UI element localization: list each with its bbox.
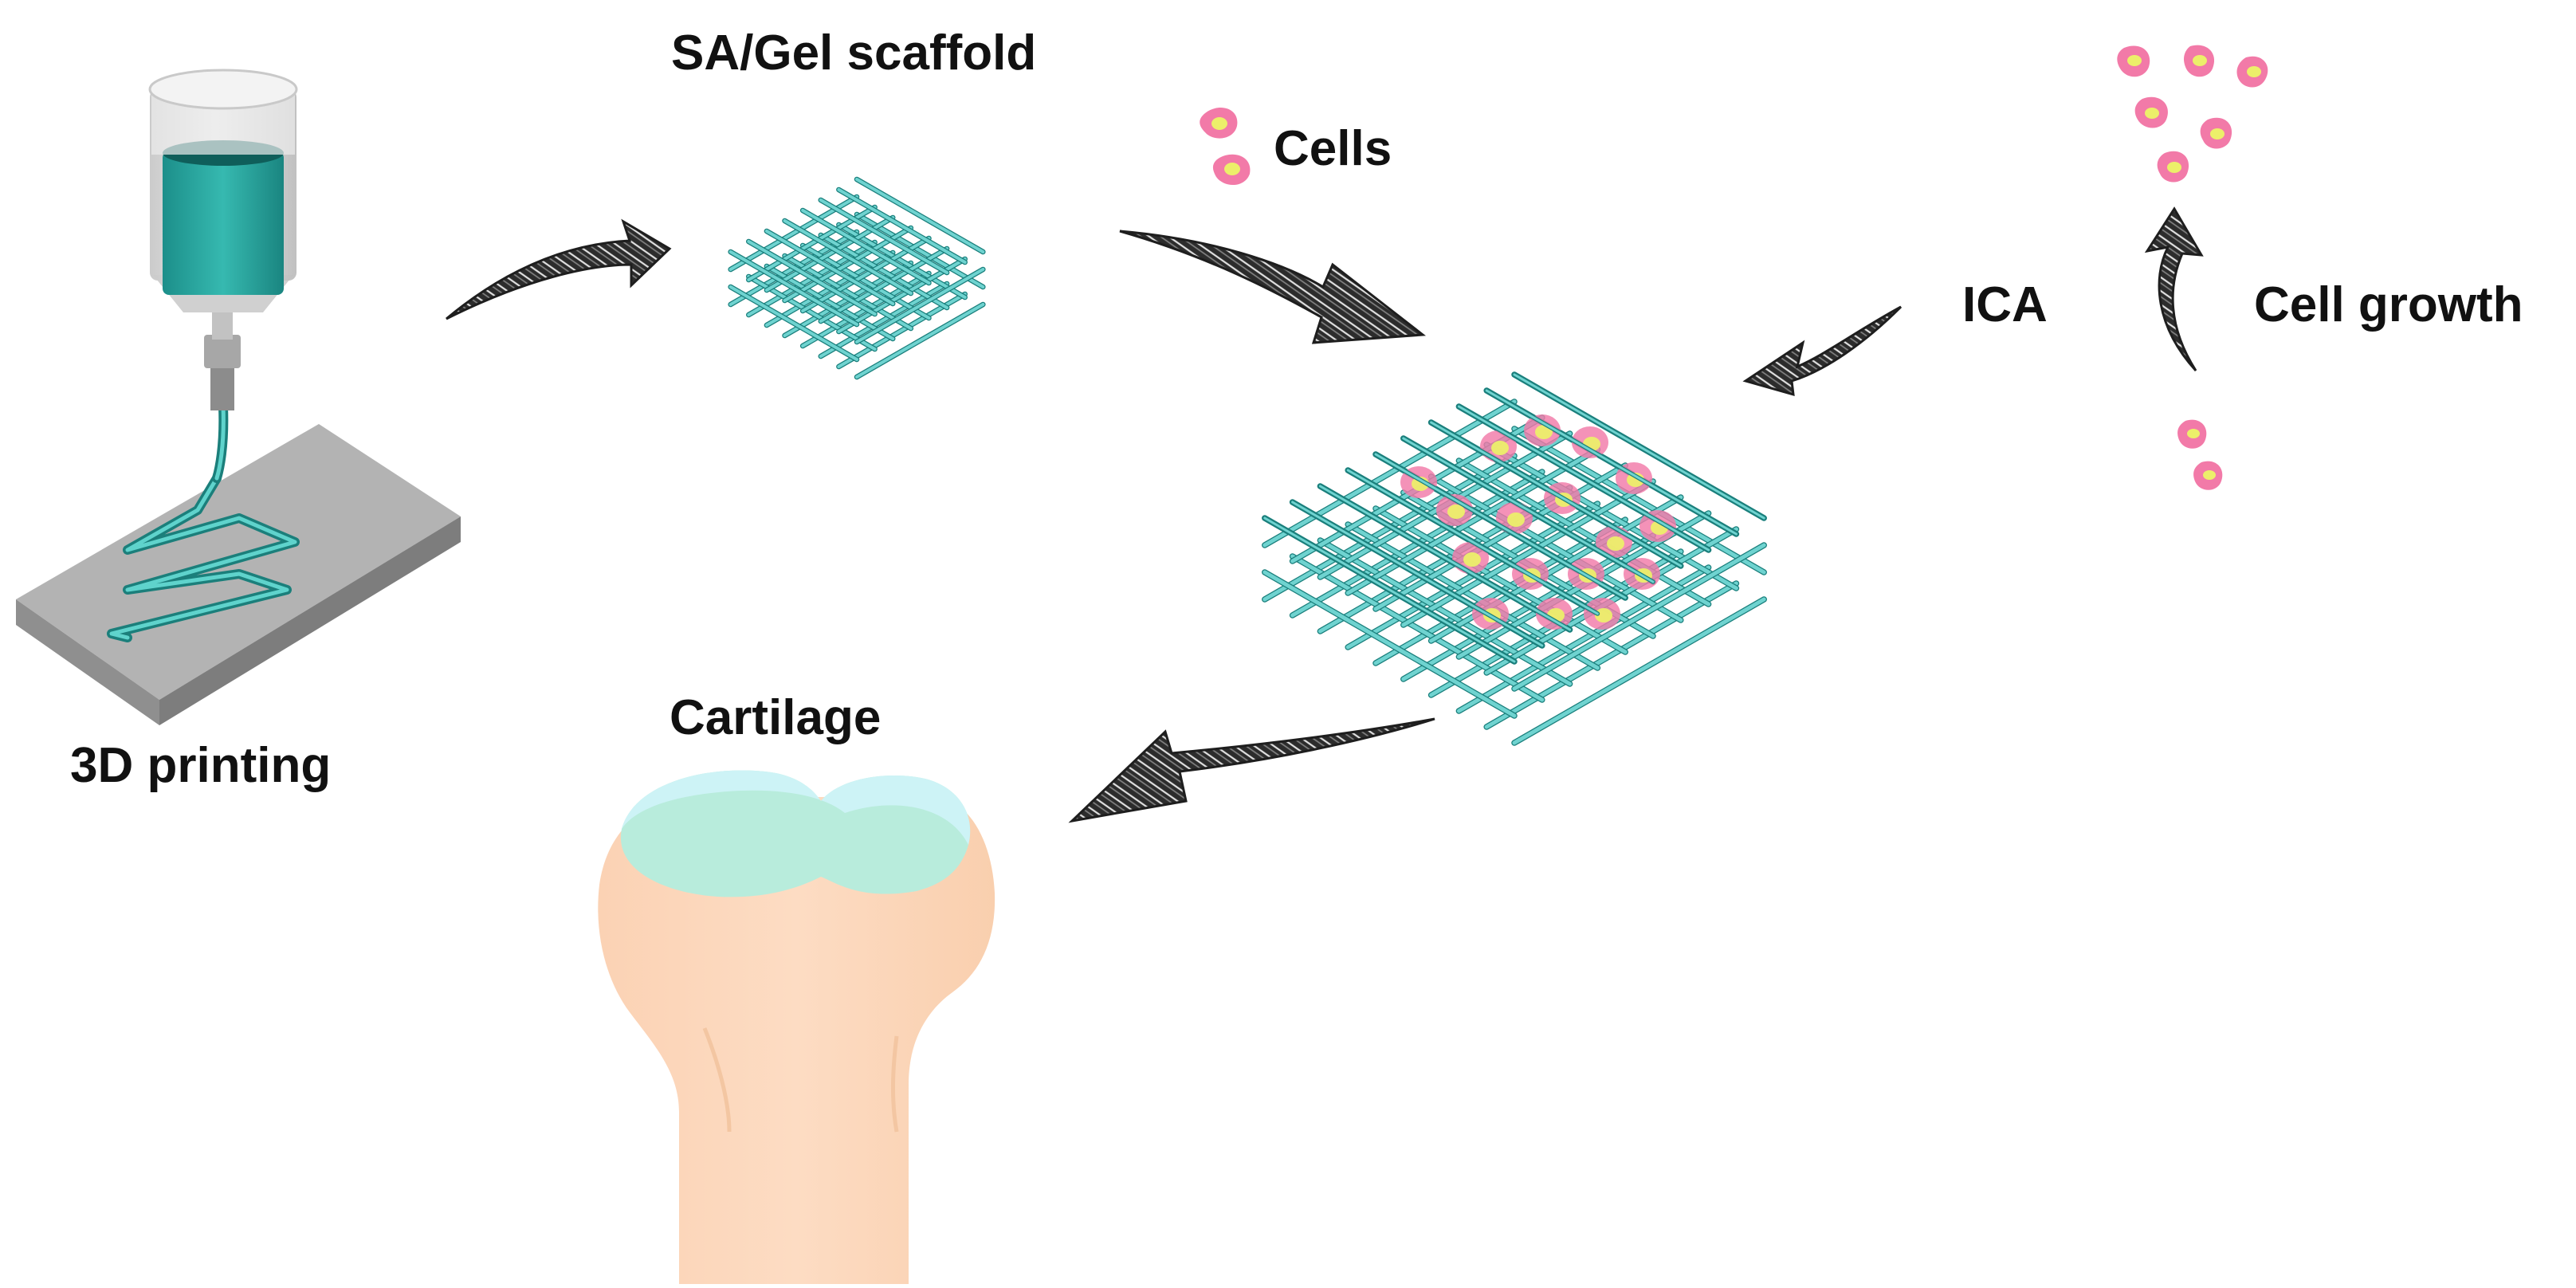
scaffold-fiber [1317, 538, 1573, 686]
arrow-cell-growth [2144, 206, 2204, 372]
cell [2134, 96, 2168, 128]
scaffold-fiber [747, 240, 877, 316]
scaffold-fiber [1373, 463, 1628, 611]
label-sa-gel-scaffold: SA/Gel scaffold [671, 26, 1037, 80]
cell-nucleus [1491, 441, 1509, 455]
scaffold-fiber [1429, 474, 1683, 622]
femur-bone [598, 797, 995, 1284]
cell [1200, 108, 1238, 139]
cell-nucleus [1607, 536, 1624, 551]
scaffold-fiber [855, 268, 985, 344]
cell-nucleus [1507, 512, 1525, 527]
printed-filament [107, 473, 300, 642]
scaffold-fiber [855, 303, 985, 379]
cell-nucleus [1463, 552, 1481, 567]
arrow-scaffold-to-seeding [1119, 230, 1426, 344]
cell-nucleus [1595, 608, 1612, 622]
scaffold-fiber [1456, 458, 1711, 607]
scaffold-fiber [1402, 437, 1655, 583]
cartilage-layer [620, 770, 971, 897]
label-ica: ICA [1962, 277, 2048, 332]
scaffold-fiber [1374, 453, 1627, 599]
scaffold-fiber [1513, 373, 1765, 520]
cell [2157, 151, 2189, 183]
scaffold-fiber [1512, 543, 1766, 691]
cell [1212, 154, 1251, 186]
scaffold-fiber [1512, 426, 1766, 575]
scaffold-fiber [855, 178, 985, 253]
cell [2177, 419, 2207, 449]
printing-apparatus [16, 69, 461, 725]
cells-group [1200, 108, 1251, 186]
scaffold-fiber [1291, 501, 1544, 647]
scaffold-fiber [783, 219, 913, 295]
scaffold-fiber [1457, 405, 1710, 552]
scaffold-fiber [1263, 516, 1516, 663]
cell [2200, 117, 2232, 149]
scaffold-fiber [728, 285, 858, 361]
label-3d-printing: 3D printing [70, 738, 332, 793]
sa-gel-scaffold [728, 176, 986, 380]
scaffold-fiber [837, 188, 967, 264]
scaffold-fiber [1318, 485, 1572, 631]
scaffold-fiber [1262, 399, 1517, 548]
scaffold-fiber [1484, 442, 1738, 591]
scaffold-fiber [801, 209, 931, 285]
scaffold-fiber [1345, 522, 1600, 670]
scaffold-fiber [1262, 570, 1517, 718]
syringe [148, 69, 298, 483]
scaffold-fiber [728, 250, 858, 326]
growing-cells-group [2117, 45, 2268, 490]
scaffold-fiber [1430, 421, 1683, 567]
arrow-to-cartilage [1068, 717, 1435, 823]
scaffold-fiber [1485, 389, 1738, 536]
scaffold-fiber [1512, 597, 1766, 745]
arrow-ica [1742, 305, 1903, 397]
cell [2193, 461, 2223, 490]
scaffold-fiber [1290, 554, 1545, 702]
cell-laden-scaffold [1262, 371, 1767, 746]
scaffold-fiber [819, 198, 949, 274]
label-cartilage: Cartilage [670, 690, 882, 745]
cell [2236, 56, 2268, 88]
label-cells: Cells [1274, 121, 1392, 176]
label-cell-growth: Cell growth [2254, 277, 2523, 332]
scaffold-fiber [1346, 469, 1599, 615]
scaffold-fiber [1484, 581, 1738, 729]
arrow-printing-to-scaffold [446, 218, 672, 320]
scaffold-fiber [764, 230, 895, 305]
scaffold-fiber [1345, 447, 1600, 595]
cell [2117, 45, 2150, 77]
scaffold-fiber [1456, 565, 1711, 713]
cell [2184, 45, 2215, 77]
scaffold-fiber [1373, 506, 1628, 654]
scaffold-fiber [1401, 479, 1655, 627]
cell-nucleus [1447, 505, 1465, 519]
